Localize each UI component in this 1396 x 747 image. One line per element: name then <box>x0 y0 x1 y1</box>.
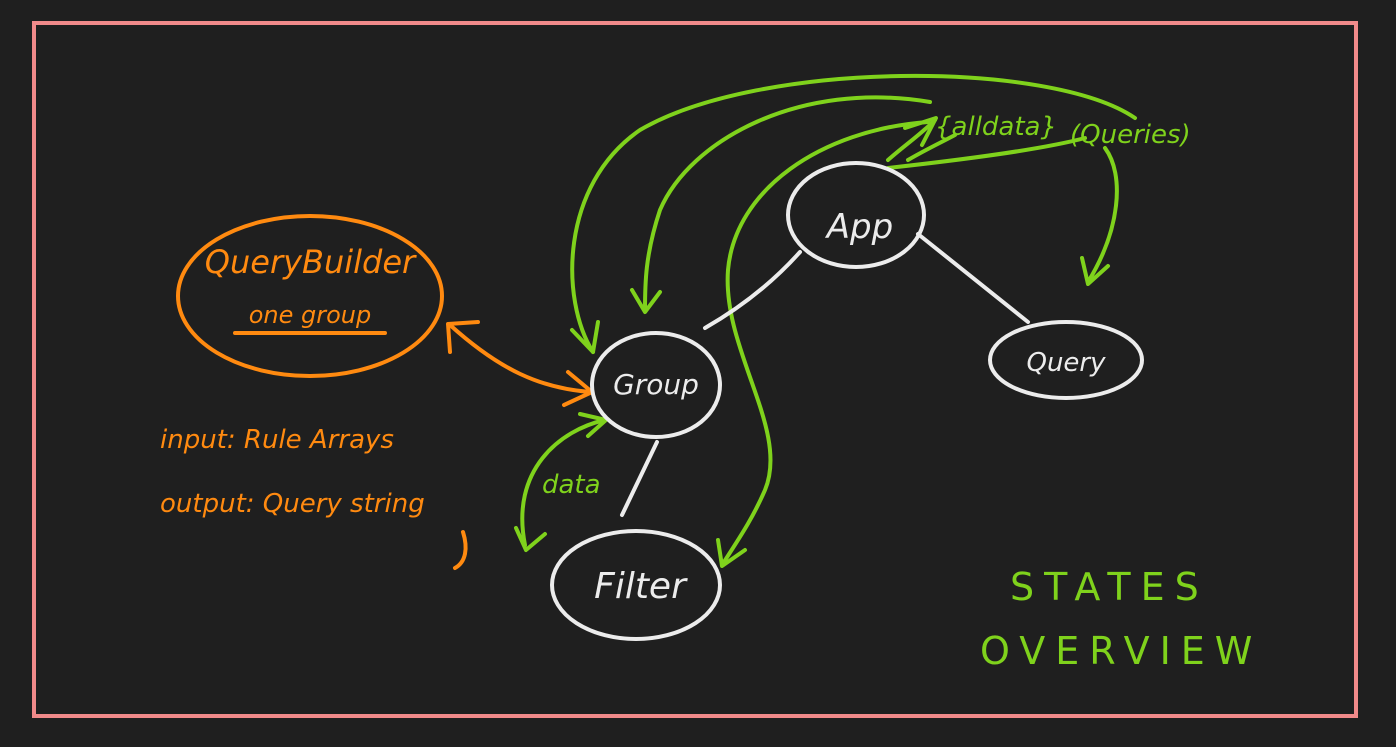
query-builder-sub: one group <box>249 301 372 329</box>
filter-node <box>550 529 722 641</box>
arrowhead-queries-to-query <box>1080 256 1110 286</box>
tree-edges <box>620 232 1030 517</box>
arrowhead-alldata-to-group <box>630 288 662 314</box>
app-node <box>786 161 926 269</box>
filter-label: Filter <box>594 566 688 607</box>
edge-app-query <box>916 232 1030 324</box>
query-builder-node <box>176 214 444 378</box>
stroke-app-to-alldata-2 <box>906 133 957 162</box>
output-tail <box>453 530 468 570</box>
query-builder-label: QueryBuilder <box>205 243 417 281</box>
group-node <box>590 331 722 439</box>
arrow-app-to-queries <box>886 136 1087 170</box>
data-label: data <box>542 470 601 500</box>
query-node <box>988 320 1144 400</box>
canvas-frame <box>32 21 1358 718</box>
arrow-queries-to-group <box>570 73 1137 354</box>
query-label: Query <box>1026 348 1106 378</box>
arrowhead-data-down <box>514 526 547 552</box>
orange-annotations <box>176 214 594 570</box>
edge-group-filter <box>620 440 659 517</box>
title-line-2: OVERVIEW <box>980 629 1262 673</box>
group-label: Group <box>613 368 699 401</box>
output-label: output: Query string <box>160 489 425 519</box>
input-label: input: Rule Arrays <box>160 425 394 455</box>
arrowhead-builder <box>446 320 480 354</box>
alldata-label: {alldata} <box>935 112 1057 142</box>
app-label: App <box>825 207 893 247</box>
arrow-alldata-to-group <box>643 95 932 312</box>
edge-app-group <box>703 250 802 330</box>
queries-label: (Queries) <box>1070 120 1191 150</box>
title-line-1: STATES <box>1010 565 1209 609</box>
arrow-group-filter-data <box>520 418 607 547</box>
data-flow-arrows <box>514 73 1137 568</box>
arrow-builder-group <box>448 323 592 394</box>
tree-nodes <box>550 161 1144 641</box>
arrowhead-alldata-to-filter <box>716 538 747 568</box>
arrowhead-queries-to-group <box>570 320 600 354</box>
arrow-alldata-to-filter <box>720 120 930 567</box>
arrow-queries-to-query <box>1086 146 1119 284</box>
arrowhead-app-to-alldata <box>903 116 938 147</box>
